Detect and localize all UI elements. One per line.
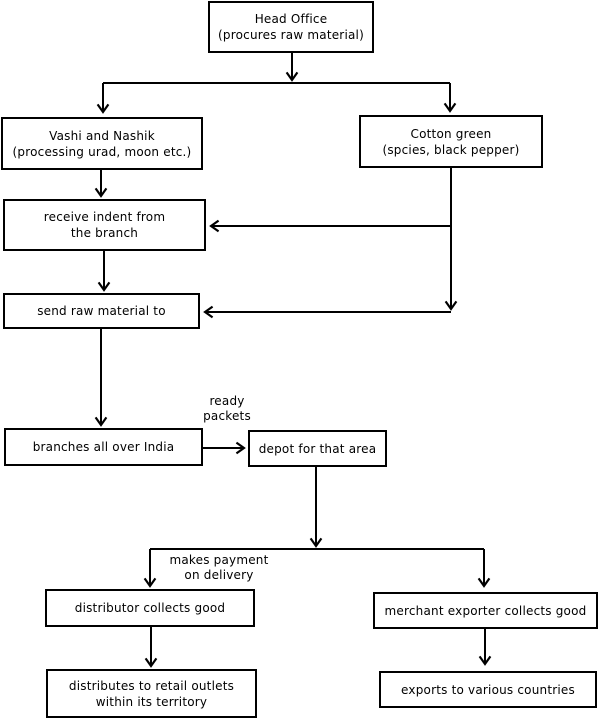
node-send-raw-material-label: send raw material to xyxy=(37,304,166,318)
node-receive-indent-label: receive indent from the branch xyxy=(43,210,166,240)
node-head-office: Head Office (procures raw material) xyxy=(208,1,374,53)
node-retail-outlets: distributes to retail outlets within its… xyxy=(46,669,257,718)
node-head-office-label: Head Office (procures raw material) xyxy=(218,12,364,42)
node-cotton-green: Cotton green (spcies, black pepper) xyxy=(359,115,543,168)
node-branches-india-label: branches all over India xyxy=(32,440,175,454)
node-vashi-nashik-label: Vashi and Nashik (processing urad, moon … xyxy=(12,128,192,159)
node-receive-indent: receive indent from the branch xyxy=(3,199,206,251)
edge-label-ready-packets: ready packets xyxy=(203,394,251,423)
node-depot-area: depot for that area xyxy=(248,430,387,467)
node-merchant-exporter-label: merchant exporter collects good xyxy=(384,603,587,618)
node-exports-countries-label: exports to various countries xyxy=(401,682,575,697)
node-branches-india: branches all over India xyxy=(4,428,203,466)
node-distributor-label: distributor collects good xyxy=(74,601,226,615)
node-exports-countries: exports to various countries xyxy=(379,671,597,708)
node-cotton-green-label: Cotton green (spcies, black pepper) xyxy=(382,126,520,157)
node-merchant-exporter: merchant exporter collects good xyxy=(373,592,598,629)
edge-label-makes-payment: makes payment on delivery xyxy=(169,553,269,582)
node-vashi-nashik: Vashi and Nashik (processing urad, moon … xyxy=(1,117,203,170)
node-retail-outlets-label: distributes to retail outlets within its… xyxy=(68,678,235,709)
node-distributor: distributor collects good xyxy=(45,589,255,627)
node-send-raw-material: send raw material to xyxy=(3,293,200,329)
node-depot-area-label: depot for that area xyxy=(258,441,377,456)
